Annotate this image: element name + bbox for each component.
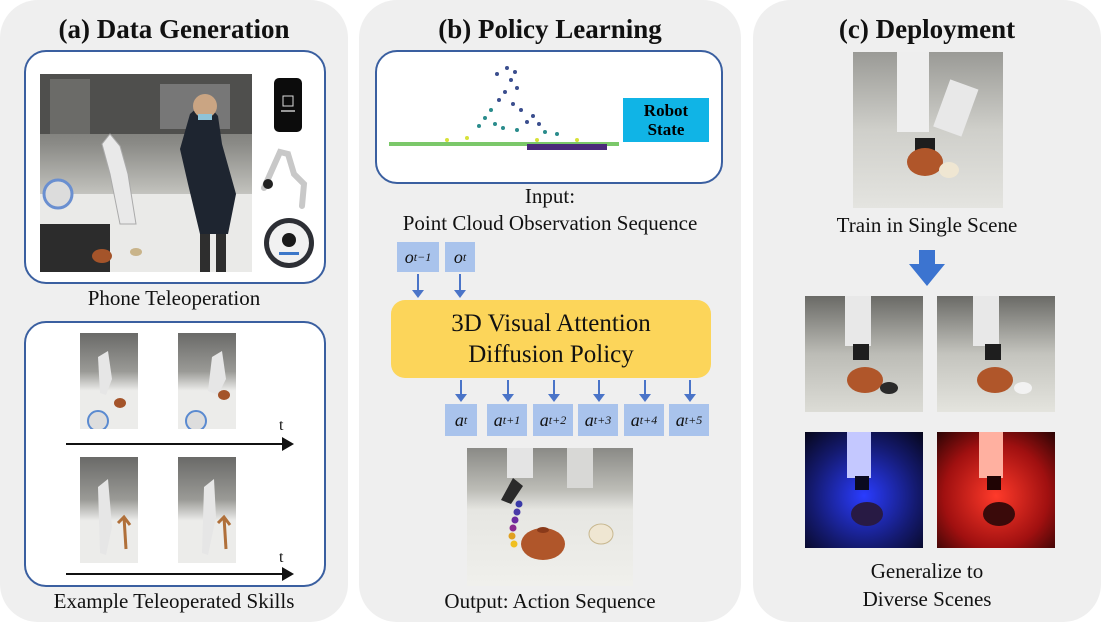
timeline-arrow-2 bbox=[66, 567, 294, 581]
time-label-1: t bbox=[279, 417, 284, 434]
act-arrow-6 bbox=[684, 380, 696, 402]
point-cloud-graphic bbox=[389, 66, 619, 150]
panel-policy-learning: (b) Policy Learning Rob bbox=[359, 0, 741, 622]
teleoperation-scene-graphic bbox=[40, 74, 252, 272]
act-arrow-5 bbox=[639, 380, 651, 402]
teleoperated-skills-caption: Example Teleoperated Skills bbox=[53, 589, 295, 613]
act-arrow-3 bbox=[548, 380, 560, 402]
timeline-arrow-1 bbox=[66, 437, 294, 451]
output-action-image bbox=[467, 448, 633, 586]
input-caption-line2: Point Cloud Observation Sequence bbox=[402, 211, 698, 235]
down-arrow-icon bbox=[909, 250, 945, 286]
point-cloud-image bbox=[387, 58, 619, 176]
panel-deployment: (c) Deployment Train in Single Scene Gen… bbox=[753, 0, 1101, 622]
robot-state-box: Robot State bbox=[623, 98, 709, 142]
mobile-base-image bbox=[264, 218, 314, 268]
input-frame: Robot State bbox=[375, 50, 723, 184]
teleoperation-photo bbox=[40, 74, 252, 272]
scene-variant-1 bbox=[805, 296, 923, 412]
panel-data-generation: (a) Data Generation bbox=[0, 0, 348, 622]
panel-a-title: (a) Data Generation bbox=[58, 14, 290, 44]
policy-label-line1: 3D Visual Attention bbox=[451, 310, 651, 337]
act-arrow-4 bbox=[593, 380, 605, 402]
skill-2-frame-2 bbox=[178, 457, 236, 563]
policy-box: 3D Visual Attention Diffusion Policy bbox=[391, 300, 711, 378]
train-caption: Train in Single Scene bbox=[836, 213, 1018, 237]
panel-c-title: (c) Deployment bbox=[838, 14, 1016, 44]
act-arrow-2 bbox=[502, 380, 514, 402]
generalize-caption-line1: Generalize to bbox=[870, 559, 984, 583]
phone-image bbox=[274, 78, 302, 132]
obs-arrow-2 bbox=[454, 274, 466, 298]
obs-arrow-1 bbox=[412, 274, 424, 298]
phone-teleop-frame bbox=[24, 50, 326, 284]
teleop-skills-frame: t t bbox=[24, 321, 326, 587]
robot-arm-image bbox=[258, 144, 314, 210]
train-scene-image bbox=[853, 52, 1003, 208]
scene-variant-red-light bbox=[937, 432, 1055, 548]
output-scene-graphic bbox=[501, 448, 614, 560]
act-arrow-1 bbox=[455, 380, 467, 402]
skill-1-frame-1 bbox=[80, 333, 138, 429]
input-caption-line1: Input: bbox=[524, 184, 576, 208]
robot-state-label: Robot State bbox=[643, 101, 689, 139]
time-label-2: t bbox=[279, 549, 284, 566]
skill-2-frame-1 bbox=[80, 457, 138, 563]
output-caption: Output: Action Sequence bbox=[444, 589, 656, 613]
phone-teleoperation-caption: Phone Teleoperation bbox=[87, 286, 261, 310]
panel-b-title: (b) Policy Learning bbox=[438, 14, 662, 44]
policy-label-line2: Diffusion Policy bbox=[468, 341, 634, 368]
scene-variant-blue-light bbox=[805, 432, 923, 548]
train-scene-graphic bbox=[897, 52, 979, 178]
generalize-caption-line2: Diverse Scenes bbox=[862, 587, 992, 611]
scene-variant-2 bbox=[937, 296, 1055, 412]
skill-1-frame-2 bbox=[178, 333, 236, 429]
